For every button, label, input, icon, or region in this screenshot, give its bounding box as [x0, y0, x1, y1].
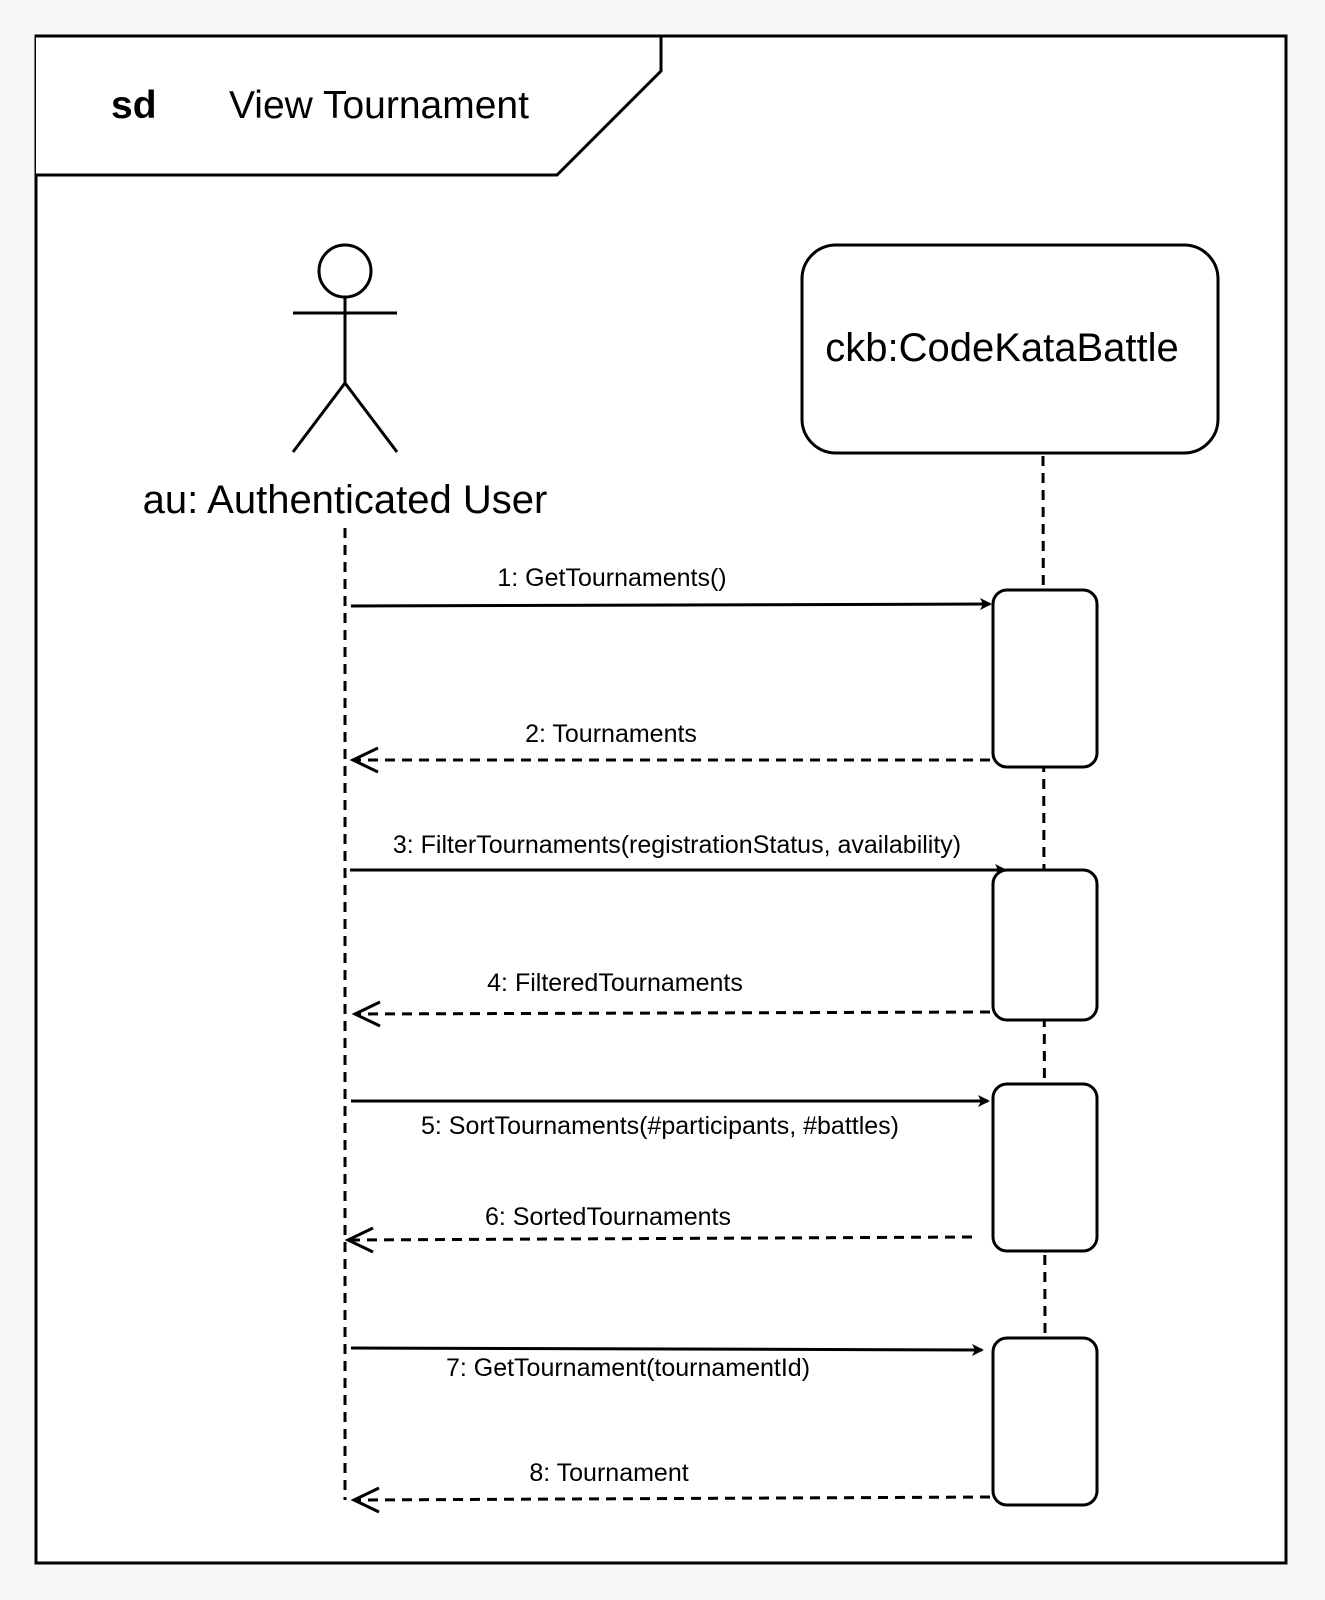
activation-box: [991, 868, 1099, 1022]
activation-box: [991, 588, 1099, 769]
message-label: 2: Tournaments: [525, 720, 697, 748]
message-label: 5: SortTournaments(#participants, #battl…: [421, 1112, 899, 1140]
message-arrow-return: [349, 1235, 973, 1242]
open-arrowhead-icon: [344, 1226, 374, 1254]
stick-figure-actor-icon: [291, 243, 399, 453]
message-label: 3: FilterTournaments(registrationStatus,…: [393, 831, 961, 859]
open-arrowhead-icon: [351, 1000, 381, 1028]
actor-label: au: Authenticated User: [143, 478, 548, 522]
message-label: 1: GetTournaments(): [497, 564, 726, 592]
message-arrow-return: [356, 1010, 991, 1016]
open-arrowhead-icon: [350, 1486, 380, 1514]
frame-title-tab: [36, 34, 663, 177]
activation-box: [991, 1082, 1099, 1253]
system-lifeline-head: [800, 243, 1220, 455]
message-label: 8: Tournament: [529, 1459, 688, 1487]
message-label: 6: SortedTournaments: [485, 1203, 731, 1231]
message-label: 7: GetTournament(tournamentId): [446, 1354, 810, 1382]
frame-title: View Tournament: [229, 84, 529, 127]
message-arrow-return: [355, 1495, 991, 1502]
activation-box: [991, 1336, 1099, 1507]
message-label: 4: FilteredTournaments: [487, 969, 743, 997]
message-arrow-sync: [350, 598, 992, 611]
frame-keyword: sd: [111, 84, 157, 127]
open-arrowhead-icon: [349, 746, 379, 774]
message-arrow-sync: [350, 1343, 984, 1356]
system-lifeline-label: ckb:CodeKataBattle: [825, 326, 1179, 370]
